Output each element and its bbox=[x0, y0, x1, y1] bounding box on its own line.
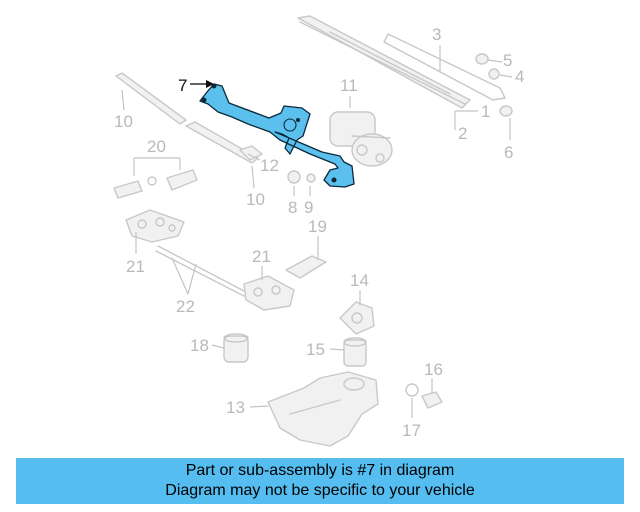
nozzle-panel-part bbox=[125, 209, 185, 243]
callout-21-upper: 21 bbox=[126, 257, 145, 276]
pump-part bbox=[343, 337, 367, 367]
callout-19: 19 bbox=[308, 217, 327, 236]
info-banner: Part or sub-assembly is #7 in diagram Di… bbox=[16, 458, 624, 504]
callout-21-lower: 21 bbox=[252, 247, 271, 266]
washer-nozzle-part bbox=[113, 169, 198, 199]
callout-20: 20 bbox=[147, 137, 166, 156]
callout-1: 1 bbox=[481, 102, 490, 121]
wiper-arm-blade-part bbox=[297, 15, 506, 109]
callout-10-lower: 10 bbox=[246, 190, 265, 209]
callout-7-leader bbox=[190, 80, 214, 88]
callout-5: 5 bbox=[503, 51, 512, 70]
callout-7: 7 bbox=[178, 76, 187, 95]
leader-lines bbox=[121, 45, 513, 418]
callout-15: 15 bbox=[306, 340, 325, 359]
callout-2: 2 bbox=[458, 124, 467, 143]
parts-diagram: 3 5 4 1 2 6 7 10 11 12 20 10 8 9 19 21 2… bbox=[113, 15, 524, 447]
jet-part bbox=[285, 255, 327, 279]
grommet-part bbox=[287, 170, 316, 184]
callout-11: 11 bbox=[340, 76, 358, 95]
washer-hose-part bbox=[155, 245, 247, 297]
callout-9: 9 bbox=[304, 198, 313, 217]
washer-reservoir-part bbox=[267, 371, 379, 447]
callout-3: 3 bbox=[432, 25, 441, 44]
wiper-motor-part bbox=[329, 111, 393, 167]
callout-18: 18 bbox=[190, 336, 209, 355]
callout-22: 22 bbox=[176, 297, 195, 316]
callout-14: 14 bbox=[350, 271, 369, 290]
callout-16: 16 bbox=[424, 360, 443, 379]
callout-4: 4 bbox=[515, 67, 524, 86]
callout-6: 6 bbox=[504, 143, 513, 162]
banner-line-disclaimer: Diagram may not be specific to your vehi… bbox=[165, 482, 475, 499]
nut-part bbox=[475, 53, 513, 117]
wiper-linkage-part-7 bbox=[199, 83, 355, 188]
pump-motor-part bbox=[223, 333, 249, 363]
callout-10-upper: 10 bbox=[114, 112, 133, 131]
nozzle-panel-lower-part bbox=[243, 275, 295, 311]
wiper-arm-lower-part bbox=[185, 121, 263, 164]
wiper-arm-left-part bbox=[115, 72, 187, 125]
callout-8: 8 bbox=[288, 198, 297, 217]
level-sensor-part bbox=[405, 383, 443, 409]
callout-12: 12 bbox=[260, 156, 279, 175]
callout-13: 13 bbox=[226, 398, 245, 417]
banner-line-part: Part or sub-assembly is #7 in diagram bbox=[185, 462, 455, 479]
pump-seal-part bbox=[339, 301, 375, 335]
callout-17: 17 bbox=[402, 421, 421, 440]
